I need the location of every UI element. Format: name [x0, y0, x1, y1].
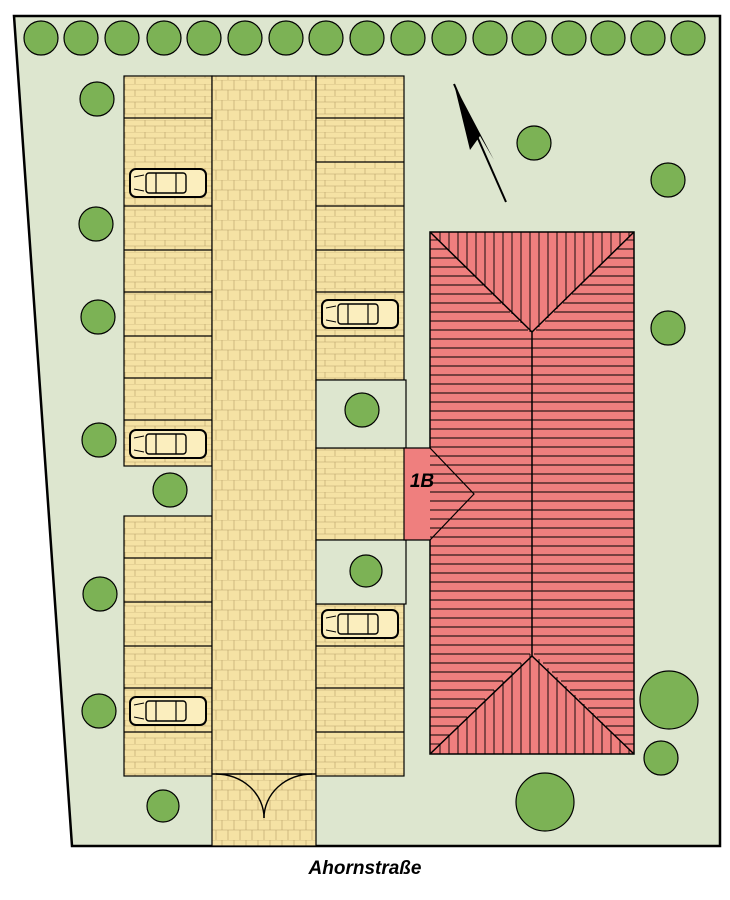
tree-icon: [349, 554, 383, 588]
tree-icon: [472, 20, 508, 56]
parking-west-upper: [123, 75, 213, 467]
tree-icon: [268, 20, 304, 56]
parking-stall-lines: [124, 117, 404, 733]
tree-icon: [650, 310, 686, 346]
tree-icon: [81, 422, 117, 458]
tree-icon: [81, 693, 117, 729]
car-icon: [321, 609, 399, 639]
tree-icon: [146, 789, 180, 823]
tree-icon: [146, 20, 182, 56]
tree-icon: [630, 20, 666, 56]
tree-icon: [390, 20, 426, 56]
tree-icon: [152, 472, 188, 508]
house-roof: 1B: [403, 231, 635, 755]
tree-icon: [515, 772, 575, 832]
tree-icon: [511, 20, 547, 56]
street-name: Ahornstraße: [308, 858, 422, 879]
tree-icon: [643, 740, 679, 776]
trees: [78, 81, 699, 832]
tree-row-top: [23, 20, 706, 56]
entrance-porch: [403, 447, 475, 541]
car-icon: [129, 429, 207, 459]
tree-icon: [551, 20, 587, 56]
tree-icon: [80, 299, 116, 335]
house-number: 1B: [410, 471, 435, 492]
tree-icon: [431, 20, 467, 56]
tree-icon: [186, 20, 222, 56]
tree-icon: [650, 162, 686, 198]
north-arrow-icon: [453, 83, 507, 203]
tree-icon: [590, 20, 626, 56]
tree-icon: [670, 20, 706, 56]
gate-icon: [212, 773, 316, 819]
car-icon: [129, 696, 207, 726]
car-icon: [129, 168, 207, 198]
tree-icon: [349, 20, 385, 56]
tree-icon: [308, 20, 344, 56]
entrance-path: [315, 447, 407, 541]
tree-icon: [78, 206, 114, 242]
tree-icon: [516, 125, 552, 161]
tree-icon: [63, 20, 99, 56]
tree-icon: [23, 20, 59, 56]
tree-icon: [79, 81, 115, 117]
driveway: [211, 75, 317, 847]
car-icon: [321, 299, 399, 329]
tree-icon: [639, 670, 699, 730]
tree-icon: [82, 576, 118, 612]
tree-icon: [104, 20, 140, 56]
tree-icon: [227, 20, 263, 56]
parking-east-upper: [315, 75, 405, 381]
tree-icon: [344, 392, 380, 428]
